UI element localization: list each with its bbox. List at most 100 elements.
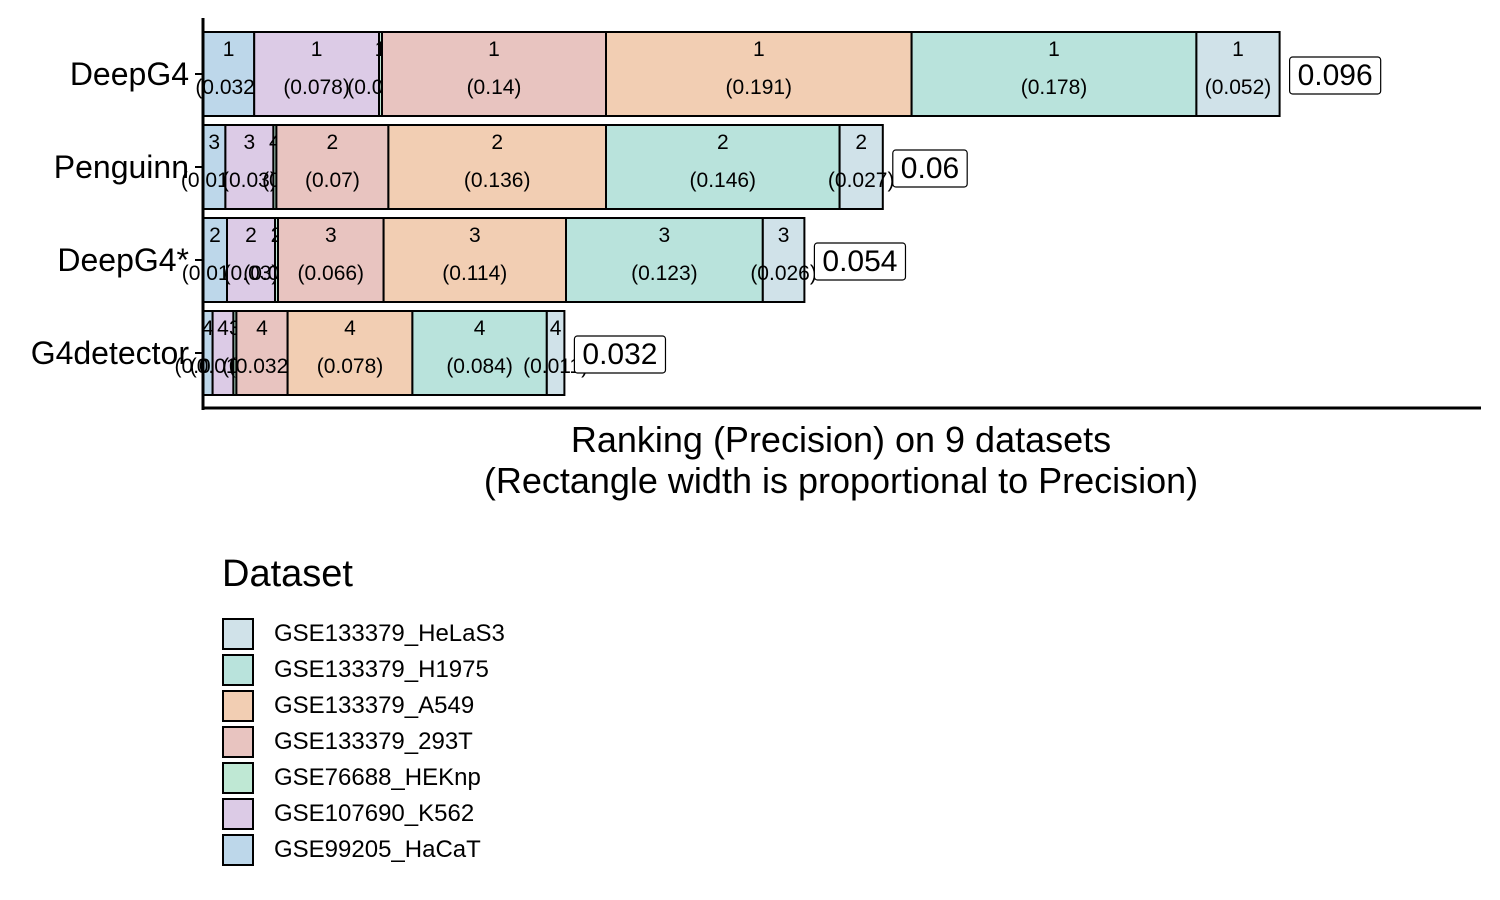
rank-label: 3 [208, 131, 220, 154]
value-label: (0.026) [750, 262, 817, 285]
total-box [813, 242, 907, 281]
total-value: 0.06 [901, 152, 959, 185]
legend-item: GSE133379_HeLaS3 [222, 616, 505, 652]
bar-segment [381, 31, 607, 117]
value-label: (0.032) [195, 76, 262, 99]
rank-label: 3 [244, 131, 256, 154]
bars-layer: 1(0.032)1(0.078)1(0.001)1(0.14)1(0.191)1… [175, 31, 1281, 396]
rank-label: 4 [217, 317, 229, 340]
rank-label: 3 [325, 224, 337, 247]
value-label: (0.066) [298, 262, 365, 285]
bar-segment [838, 124, 884, 210]
total-label: 0.096 [1288, 56, 1382, 95]
value-label: (0.14) [467, 76, 522, 99]
legend-swatch [222, 618, 254, 650]
bar-segment [761, 217, 806, 303]
bar-segment [605, 124, 841, 210]
bar-segment [253, 31, 380, 117]
rank-label: 2 [491, 131, 503, 154]
category-label: DeepG4 [70, 56, 189, 92]
bar-segment [1195, 31, 1281, 117]
legend-item: GSE133379_H1975 [222, 652, 505, 688]
legend-swatch [222, 654, 254, 686]
bar-segment [605, 31, 913, 117]
value-label: (0.084) [446, 355, 513, 378]
legend-label: GSE133379_HeLaS3 [274, 620, 505, 647]
bar-segment [226, 217, 276, 303]
legend-item: GSE133379_293T [222, 724, 505, 760]
legend-label: GSE133379_H1975 [274, 656, 489, 683]
legend-item: GSE107690_K562 [222, 796, 505, 832]
bar-segment [224, 124, 275, 210]
bar-segment [910, 31, 1198, 117]
bar-segment [565, 217, 764, 303]
rank-label: 4 [550, 317, 562, 340]
rank-label: 1 [223, 38, 235, 61]
rank-label: 2 [209, 224, 221, 247]
rank-label: 2 [717, 131, 729, 154]
value-label: (0.136) [464, 169, 531, 192]
legend-label: GSE76688_HEKnp [274, 764, 481, 791]
total-value: 0.054 [822, 245, 897, 278]
value-label: (0.191) [726, 76, 793, 99]
legend-item: GSE99205_HaCaT [222, 832, 505, 868]
value-label: (0.03) [222, 169, 277, 192]
legend-label: GSE99205_HaCaT [274, 836, 481, 863]
value-label: (0.03) [224, 262, 279, 285]
rank-label: 1 [375, 38, 387, 61]
bar-segment [286, 310, 414, 396]
rank-label: 2 [271, 224, 283, 247]
total-value: 0.032 [582, 338, 657, 371]
legend-item: GSE76688_HEKnp [222, 760, 505, 796]
bar-segment [202, 217, 228, 303]
total-label: 0.032 [573, 335, 667, 374]
rank-label: 2 [327, 131, 339, 154]
rank-label: 3 [778, 224, 790, 247]
bar-segment [387, 124, 607, 210]
value-label: (0.052) [1205, 76, 1272, 99]
value-label: (0.146) [690, 169, 757, 192]
legend-swatch [222, 798, 254, 830]
legend-title: Dataset [222, 553, 353, 595]
value-label: (0.078) [317, 355, 384, 378]
rank-label: 3 [659, 224, 671, 247]
value-label: (0.032) [229, 355, 296, 378]
rank-label: 1 [311, 38, 323, 61]
rank-label: 1 [753, 38, 765, 61]
rank-label: 2 [855, 131, 867, 154]
rank-label: 2 [245, 224, 257, 247]
legend-swatch [222, 690, 254, 722]
legend-label: GSE107690_K562 [274, 800, 475, 827]
value-label: (0.078) [283, 76, 350, 99]
rank-label: 1 [1048, 38, 1060, 61]
rank-label: 3 [469, 224, 481, 247]
category-label: Penguinn [54, 149, 189, 185]
legend-swatch [222, 834, 254, 866]
total-value: 0.096 [1298, 59, 1373, 92]
category-label: G4detector [31, 335, 190, 371]
value-label: (0.027) [828, 169, 895, 192]
total-box [892, 149, 968, 188]
rank-label: 3 [229, 317, 241, 340]
rank-label: 1 [488, 38, 500, 61]
value-label: (0.011) [523, 355, 588, 378]
category-label: DeepG4* [57, 242, 189, 278]
value-label: (0.178) [1021, 76, 1088, 99]
legend-label: GSE133379_293T [274, 728, 473, 755]
total-labels: 0.096 0.06 0.054 0.032 [573, 56, 1382, 374]
value-label: (0.114) [442, 262, 507, 285]
legend-swatch [222, 726, 254, 758]
total-label: 0.054 [813, 242, 907, 281]
rank-label: 4 [256, 317, 268, 340]
x-axis-title-line1: Ranking (Precision) on 9 datasets [571, 419, 1111, 460]
bar-segment [275, 124, 390, 210]
legend-swatch [222, 762, 254, 794]
legend-item: GSE133379_A549 [222, 688, 505, 724]
value-label: (0.07) [305, 169, 360, 192]
bar-segment [411, 310, 548, 396]
rank-label: 4 [344, 317, 356, 340]
rank-label: 1 [1232, 38, 1244, 61]
